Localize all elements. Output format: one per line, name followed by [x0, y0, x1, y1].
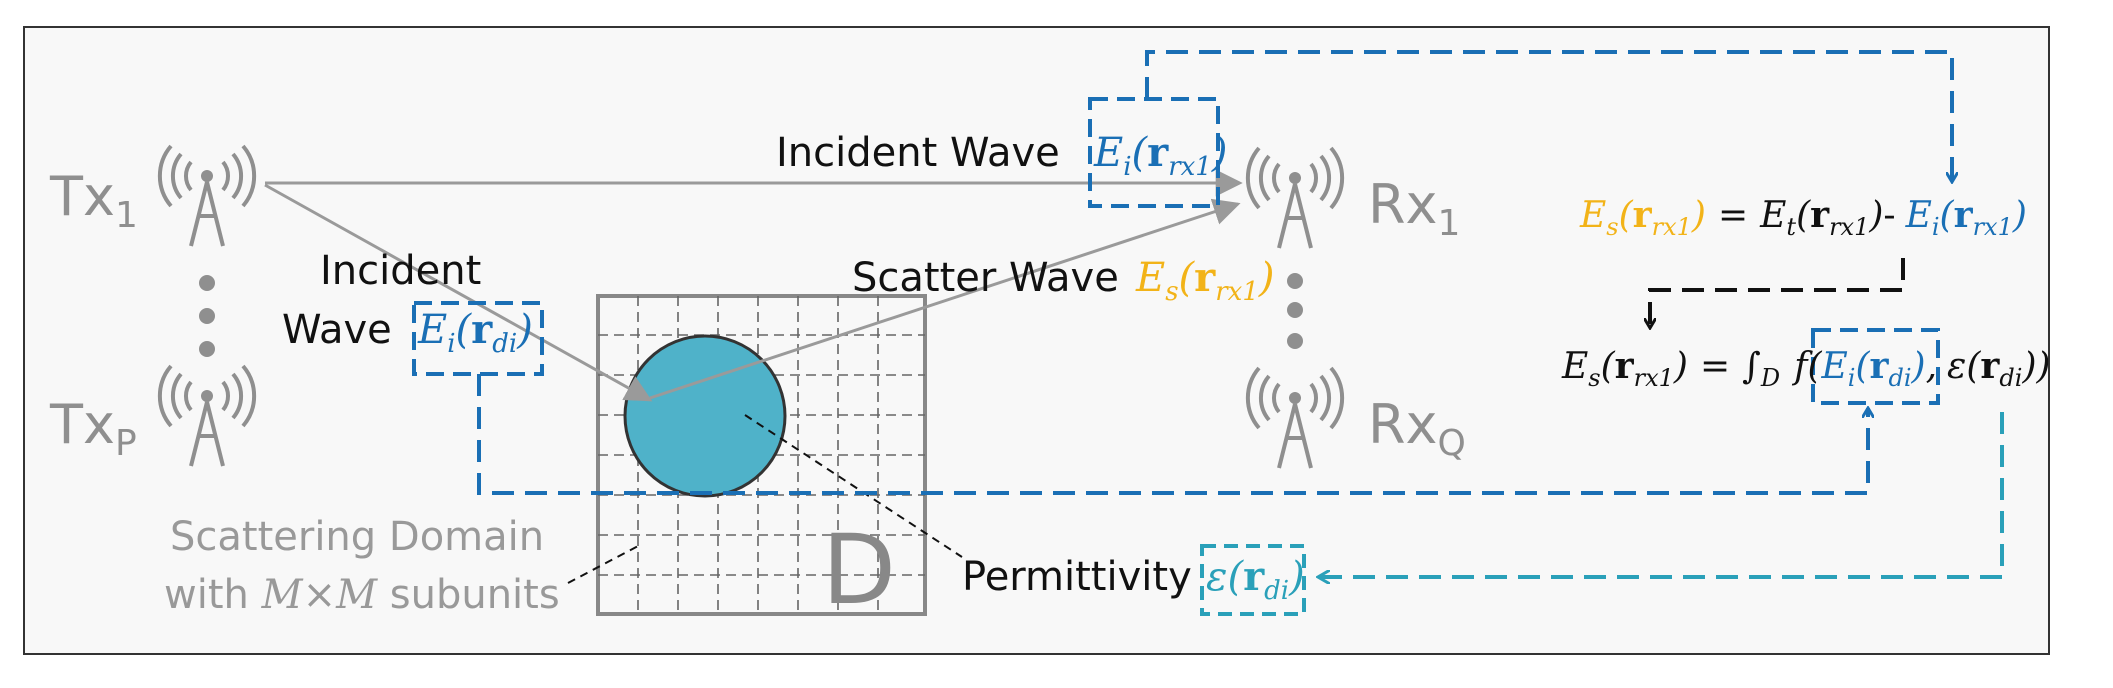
- txp-label: TxP: [49, 393, 137, 464]
- scatter-wave-arrow: [649, 198, 1241, 400]
- diagram-frame: [23, 26, 2050, 655]
- rxq-label: RxQ: [1368, 393, 1466, 464]
- incident-wave-arrow-tx-domain: [264, 183, 653, 402]
- scatterer-object: [623, 334, 787, 498]
- domain-letter: D: [822, 514, 896, 626]
- incident-wave-top-formula: Ei(rrx1): [1093, 129, 1227, 182]
- permittivity-feedback-connector: [1318, 412, 2004, 577]
- incident-wave-left-formula: Ei(rdi): [417, 306, 533, 359]
- scatter-field-equation: Es(rrx1)=Et(rrx1)-Ei(rrx1): [1579, 194, 2027, 241]
- bottom-feedback-connector: [477, 374, 1868, 495]
- incident-wave-top-label: Incident Wave: [776, 130, 1060, 176]
- domain-caption-line2: with M×M subunits: [164, 572, 560, 618]
- scatter-to-integral-connector: [1650, 258, 1905, 328]
- incident-wave-left-line1: Incident: [320, 248, 481, 294]
- rx-ellipsis-dots: [1287, 273, 1303, 349]
- top-feedback-connector: [1145, 50, 1952, 182]
- incident-top-highlight-box: [1088, 97, 1220, 208]
- tx-ellipsis-dots: [199, 275, 215, 357]
- tx1-label: Tx1: [49, 165, 138, 236]
- formula-ei-highlight-box: [1811, 328, 1940, 405]
- permittivity-label: Permittivity: [962, 554, 1192, 600]
- permittivity-formula: ε(rdi): [1206, 553, 1305, 606]
- rx1-label: Rx1: [1368, 173, 1460, 244]
- incident-wave-left-line2: Wave: [282, 307, 392, 353]
- permittivity-highlight-box: [1200, 544, 1306, 616]
- scatter-wave-formula: Es(rrx1): [1135, 254, 1274, 307]
- domain-caption-line1: Scattering Domain: [170, 514, 544, 560]
- incident-left-highlight-box: [412, 301, 544, 376]
- permittivity-pointer: [744, 414, 963, 558]
- scatter-wave-label: Scatter Wave: [852, 255, 1119, 301]
